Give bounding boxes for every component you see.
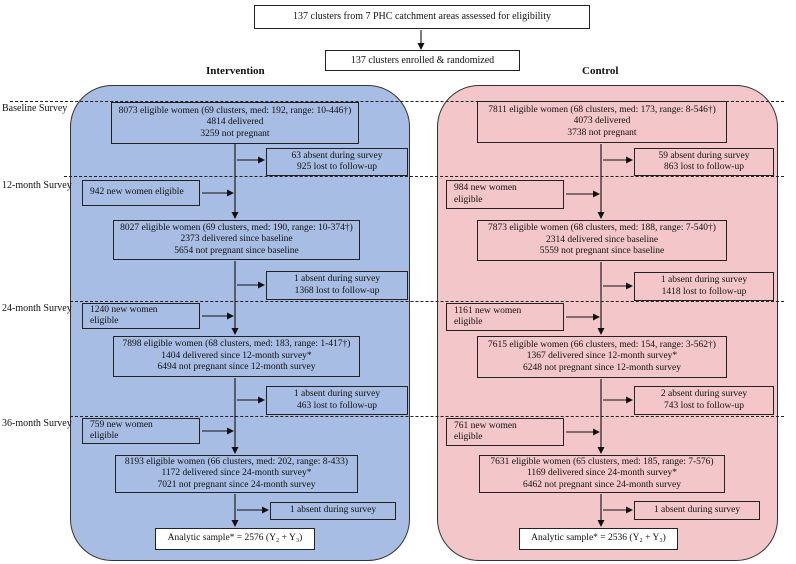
box-line: 5654 not pregnant since baseline bbox=[174, 245, 299, 256]
box-line: Analytic sample* = 2576 (Y₂ + Y₃) bbox=[167, 533, 303, 544]
control-new-36-box: 761 new women eligible bbox=[446, 418, 564, 446]
assessed-box: 137 clusters from 7 PHC catchment areas … bbox=[254, 5, 590, 29]
control-new-12-box: 984 new women eligible bbox=[446, 180, 564, 209]
box-line: 7631 eligible women (65 clusters, med: 1… bbox=[490, 456, 714, 467]
box-line: 925 lost to follow-up bbox=[297, 162, 377, 172]
box-line: 743 lost to follow-up bbox=[664, 400, 744, 411]
box-line: 1172 delivered since 24-month survey* bbox=[161, 468, 312, 479]
box-line: 63 absent during survey bbox=[291, 150, 383, 161]
control-new-24-box: 1161 new women eligible bbox=[446, 303, 564, 331]
enrolled-box: 137 clusters enrolled & randomized bbox=[325, 50, 520, 71]
intervention-new-12-box: 942 new women eligible bbox=[82, 180, 200, 206]
box-line: 4073 delivered bbox=[573, 116, 631, 127]
box-line: 8193 eligible women (66 clusters, med: 2… bbox=[124, 456, 349, 467]
12-month-survey-line bbox=[64, 176, 784, 177]
box-line: 6248 not pregnant since 12-month survey bbox=[522, 362, 682, 373]
box-line: 1418 lost to follow-up bbox=[661, 286, 747, 297]
intervention-12-month-box: 8027 eligible women (69 clusters, med: 1… bbox=[113, 220, 360, 260]
intervention-loss-box-1: 63 absent during survey 925 lost to foll… bbox=[266, 148, 408, 176]
box-line: 8073 eligible women (69 clusters, med: 1… bbox=[118, 105, 352, 116]
intervention-36-month-box: 8193 eligible women (66 clusters, med: 2… bbox=[115, 455, 358, 493]
box-line: 2373 delivered since baseline bbox=[180, 234, 293, 245]
box-line: 1161 new women bbox=[454, 305, 522, 316]
intervention-loss-box-3: 1 absent during survey 463 lost to follo… bbox=[266, 386, 408, 415]
box-line: 7021 not pregnant since 24-month survey bbox=[157, 479, 316, 490]
box-line: 1169 delivered since 24-month survey* bbox=[526, 468, 678, 479]
box-line: 3259 not pregnant bbox=[200, 128, 270, 139]
box-line: eligible bbox=[90, 316, 119, 326]
box-line: 6494 not pregnant since 12-month survey bbox=[157, 362, 316, 373]
intervention-new-36-box: 759 new women eligible bbox=[82, 418, 200, 444]
box-line: 2314 delivered since baseline bbox=[545, 234, 659, 245]
intervention-loss-box-4: 1 absent during survey bbox=[270, 502, 396, 520]
box-line: 1 absent during survey bbox=[293, 389, 381, 399]
control-loss-box-4: 1 absent during survey bbox=[634, 501, 760, 520]
box-line: eligible bbox=[454, 194, 483, 205]
intervention-24-month-box: 7898 eligible women (68 clusters, med: 1… bbox=[113, 336, 360, 377]
intervention-analytic-box: Analytic sample* = 2576 (Y₂ + Y₃) bbox=[155, 528, 315, 550]
12-month-survey-label: 12-month Survey bbox=[2, 180, 72, 191]
assessed-text: 137 clusters from 7 PHC catchment areas … bbox=[293, 11, 551, 23]
box-line: 7615 eligible women (66 clusters, med: 1… bbox=[488, 339, 716, 350]
control-36-month-box: 7631 eligible women (65 clusters, med: 1… bbox=[479, 455, 725, 493]
box-line: 6462 not pregnant since 24-month survey bbox=[522, 479, 682, 490]
intervention-arm-panel bbox=[70, 85, 410, 561]
box-line: 1368 lost to follow-up bbox=[294, 285, 380, 296]
24-month-survey-line bbox=[70, 301, 784, 302]
box-line: 3738 not pregnant bbox=[567, 127, 637, 138]
box-line: 863 lost to follow-up bbox=[664, 162, 744, 172]
enrolled-text: 137 clusters enrolled & randomized bbox=[350, 54, 495, 66]
box-line: 2 absent during survey bbox=[660, 389, 748, 399]
box-line: Analytic sample* = 2536 (Y₂ + Y₃) bbox=[531, 533, 666, 544]
36-month-survey-line bbox=[70, 416, 784, 417]
control-analytic-box: Analytic sample* = 2536 (Y₂ + Y₃) bbox=[519, 528, 678, 550]
box-line: 8027 eligible women (69 clusters, med: 1… bbox=[120, 222, 353, 233]
intervention-baseline-box: 8073 eligible women (69 clusters, med: 1… bbox=[111, 102, 359, 144]
box-line: 5559 not pregnant since baseline bbox=[539, 246, 665, 257]
baseline-survey-line bbox=[10, 101, 784, 102]
baseline-survey-label: Baseline Survey bbox=[2, 103, 68, 114]
box-line: 7898 eligible women (68 clusters, med: 1… bbox=[122, 339, 351, 350]
intervention-new-24-box: 1240 new women eligible bbox=[82, 303, 200, 329]
control-24-month-box: 7615 eligible women (66 clusters, med: 1… bbox=[477, 336, 727, 378]
box-line: 984 new women bbox=[454, 183, 517, 193]
box-line: 4814 delivered bbox=[206, 117, 264, 128]
control-12-month-box: 7873 eligible women (68 clusters, med: 1… bbox=[477, 220, 727, 261]
box-line: 761 new women bbox=[454, 420, 517, 431]
box-line: 1 absent during survey bbox=[293, 274, 381, 284]
box-line: 59 absent during survey bbox=[658, 150, 750, 161]
box-line: 942 new women eligible bbox=[90, 187, 184, 198]
24-month-survey-label: 24-month Survey bbox=[2, 303, 72, 314]
box-line: 7811 eligible women (68 clusters, med: 1… bbox=[488, 104, 716, 115]
box-line: 1240 new women bbox=[90, 304, 158, 315]
box-line: eligible bbox=[90, 431, 119, 441]
box-line: 1 absent during survey bbox=[289, 505, 377, 516]
box-line: 1404 delivered since 12-month survey* bbox=[161, 350, 312, 361]
control-loss-box-2: 1 absent during survey 1418 lost to foll… bbox=[634, 272, 774, 301]
box-line: 1367 delivered since 12-month survey* bbox=[526, 351, 678, 362]
36-month-survey-label: 36-month Survey bbox=[2, 418, 72, 429]
box-line: 1 absent during survey bbox=[660, 275, 748, 285]
control-header: Control bbox=[582, 65, 619, 77]
intervention-header: Intervention bbox=[206, 65, 265, 77]
box-line: 759 new women bbox=[90, 419, 153, 430]
control-arm-panel bbox=[437, 85, 778, 561]
control-baseline-box: 7811 eligible women (68 clusters, med: 1… bbox=[477, 101, 727, 143]
box-line: 1 absent during survey bbox=[653, 504, 741, 515]
box-line: 7873 eligible women (68 clusters, med: 1… bbox=[488, 223, 716, 234]
intervention-loss-box-2: 1 absent during survey 1368 lost to foll… bbox=[266, 271, 408, 300]
box-line: eligible bbox=[454, 317, 483, 327]
control-loss-box-3: 2 absent during survey 743 lost to follo… bbox=[634, 386, 774, 415]
control-loss-box-1: 59 absent during survey 863 lost to foll… bbox=[634, 148, 774, 176]
box-line: 463 lost to follow-up bbox=[297, 400, 377, 411]
box-line: eligible bbox=[454, 432, 483, 442]
